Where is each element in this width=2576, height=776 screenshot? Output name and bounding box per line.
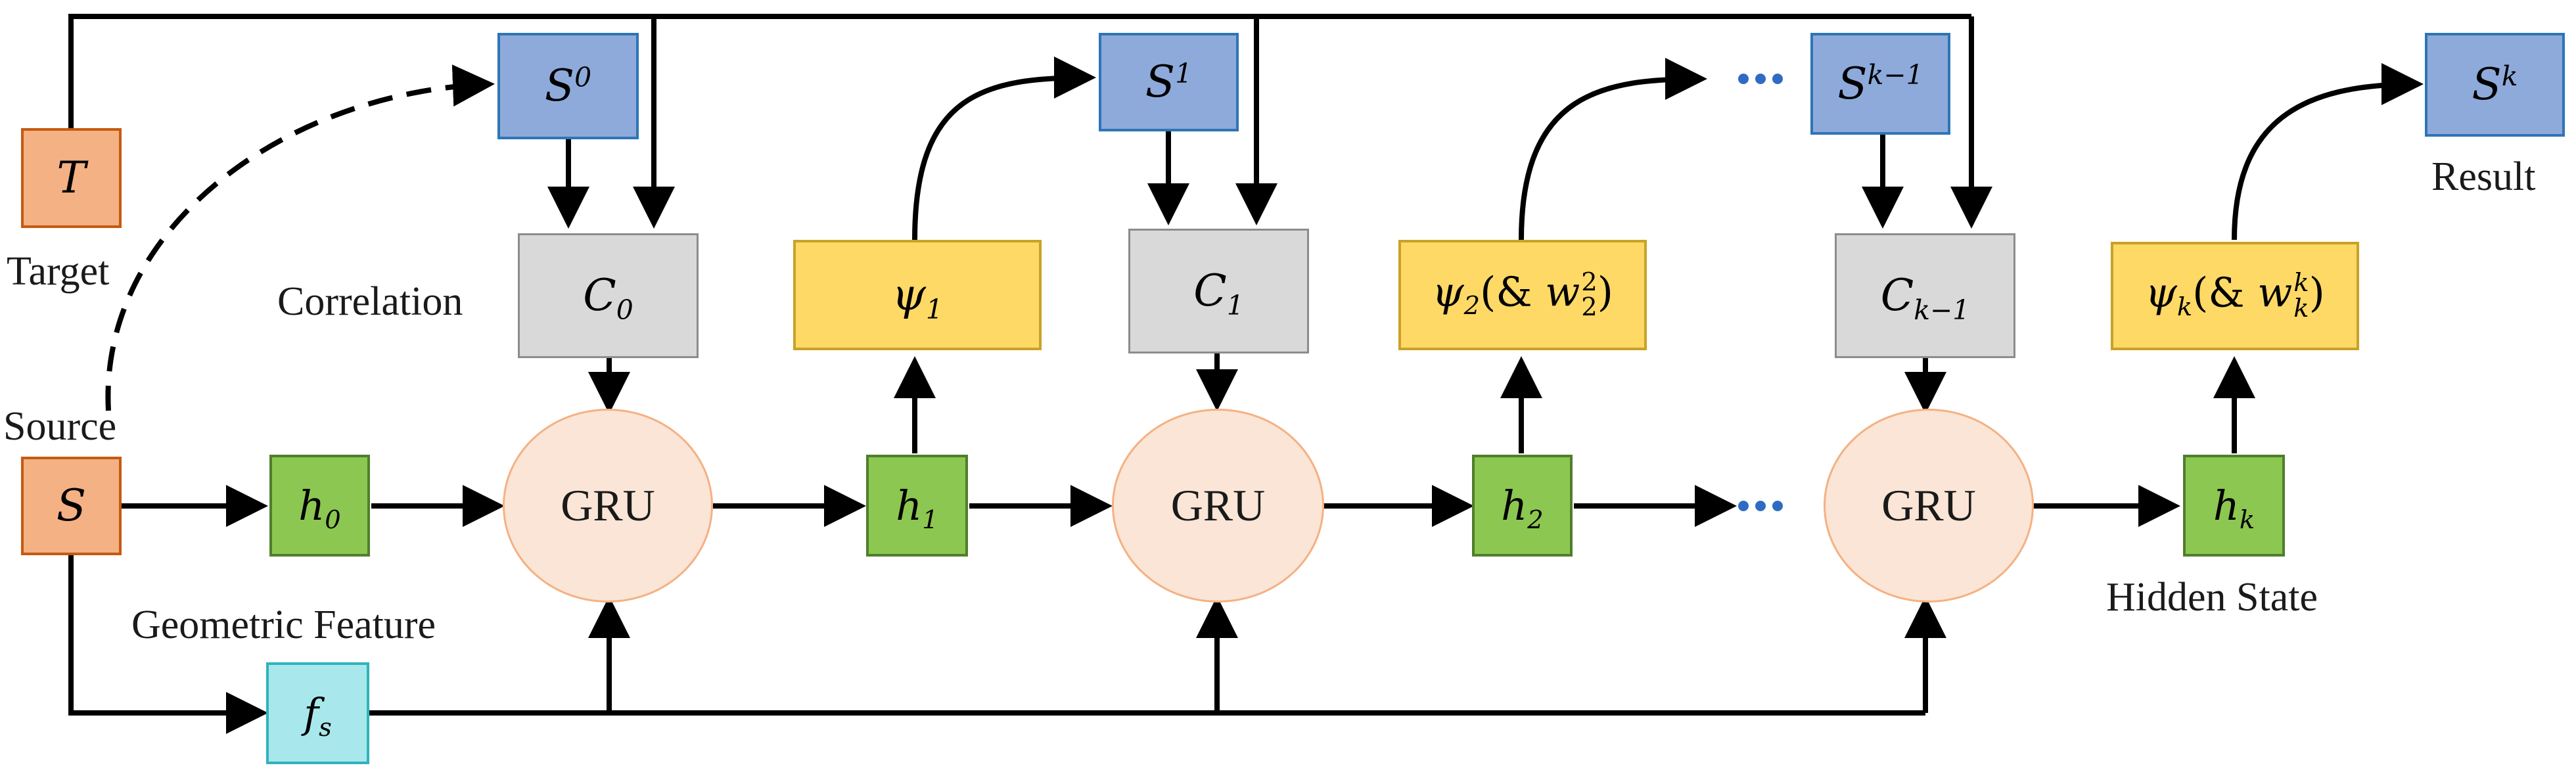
- hidden-symbol-h2: h2: [1501, 481, 1544, 535]
- correlation-box-ck-1: Ck−1: [1835, 233, 2015, 358]
- source-to-s0-dashed-arrow: [105, 64, 495, 411]
- hidden-state-label: Hidden State: [2106, 575, 2318, 620]
- geometric-feature-label: Geometric Feature: [131, 603, 436, 647]
- target-box: T: [21, 128, 122, 228]
- state-symbol-s1: S1: [1145, 57, 1193, 107]
- state-symbol-sk-1: Sk−1: [1837, 58, 1923, 109]
- source-label: Source: [3, 404, 117, 449]
- correlation-label: Correlation: [277, 279, 463, 324]
- ellipsis-dots-top: [1738, 74, 1783, 84]
- source-box: S: [21, 457, 122, 555]
- correlation-symbol-ck-1: Ck−1: [1880, 270, 1970, 326]
- psi-symbol-1: ψ1: [892, 269, 943, 325]
- state-symbol-s0: S0: [544, 60, 592, 111]
- psi1-to-s1-arrow: [912, 57, 1096, 240]
- hidden-box-h0: h0: [269, 455, 370, 557]
- gru-cell-0: GRU: [503, 409, 713, 603]
- geometric-feature-box: fs: [266, 662, 369, 764]
- state-box-s0: S0: [497, 33, 639, 139]
- state-box-sk: Sk: [2425, 33, 2565, 137]
- result-label: Result: [2431, 154, 2536, 199]
- state-box-sk-1: Sk−1: [1810, 33, 1950, 135]
- hidden-box-hk: hk: [2183, 455, 2285, 557]
- target-label: Target: [7, 249, 110, 294]
- correlation-symbol-c1: C1: [1193, 265, 1244, 321]
- hidden-symbol-hk: hk: [2213, 481, 2255, 535]
- gru-cell-1: GRU: [1112, 409, 1324, 603]
- correlation-box-c1: C1: [1128, 229, 1309, 354]
- psi-box-1: ψ1: [793, 240, 1042, 350]
- source-to-fs-arrow: [68, 555, 268, 734]
- target-feed-line: [68, 14, 1971, 128]
- gru-cell-k: GRU: [1824, 409, 2034, 603]
- hidden-symbol-h1: h1: [896, 481, 938, 535]
- hidden-symbol-h0: h0: [298, 481, 341, 535]
- geometric-feature-symbol: fs: [304, 689, 332, 742]
- ellipsis-dots-middle: [1738, 501, 1783, 511]
- source-symbol: S: [56, 480, 87, 531]
- state-symbol-sk: Sk: [2472, 59, 2518, 110]
- target-symbol: T: [57, 152, 86, 203]
- hidden-box-h2: h2: [1472, 455, 1573, 557]
- state-box-s1: S1: [1099, 33, 1239, 131]
- correlation-box-c0: C0: [518, 233, 699, 358]
- hidden-box-h1: h1: [866, 455, 968, 557]
- correlation-symbol-c0: C0: [583, 270, 633, 326]
- psi2-to-dots-arrow: [1519, 58, 1707, 240]
- psik-to-sk-arrow: [2232, 63, 2424, 240]
